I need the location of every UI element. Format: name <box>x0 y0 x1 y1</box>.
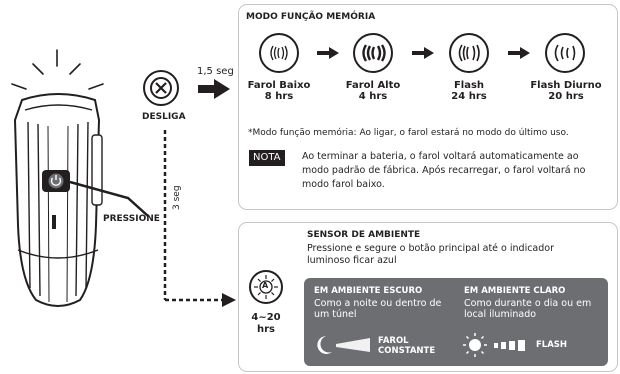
memory-note: *Modo função memória: Ao ligar, o farol … <box>248 128 569 138</box>
close-icon <box>150 77 172 99</box>
mode-name: Farol Alto <box>345 80 401 91</box>
dark-env-mode: FAROL CONSTANTE <box>378 336 435 356</box>
nota-badge: NOTA <box>249 150 285 166</box>
light-rays-icon <box>11 49 104 90</box>
sensor-runtime: 4~20 <box>251 312 281 323</box>
dark-env-mode-line2: CONSTANTE <box>378 346 436 356</box>
light-env-title: EM AMBIENTE CLARO <box>464 286 566 296</box>
ambient-modes-panel: EM AMBIENTE ESCURO Como a noite ou dentr… <box>304 278 608 366</box>
sensor-runtime-unit: hrs <box>256 324 275 335</box>
sensor-title: SENSOR DE AMBIENTE <box>307 230 421 240</box>
mode-name: Flash <box>453 80 485 91</box>
mode-low-beam: Farol Baixo 8 hrs <box>244 80 314 102</box>
off-label: DESLIGA <box>142 112 186 122</box>
low-beam-icon <box>259 33 299 73</box>
high-beam-icon <box>353 33 393 73</box>
dark-env-mode-line1: FAROL <box>378 336 409 346</box>
press-label: PRESSIONE <box>103 214 160 224</box>
mode-time: 20 hrs <box>548 91 584 102</box>
bike-light-illustration <box>11 49 149 307</box>
arrow-right-icon <box>317 47 339 59</box>
auto-sensor-icon: A <box>249 270 283 304</box>
nota-text: Ao terminar a bateria, o farol voltará a… <box>302 151 586 190</box>
dark-env-title: EM AMBIENTE ESCURO <box>314 286 423 296</box>
power-off-icon <box>143 70 179 106</box>
arrow-right-icon <box>412 47 434 59</box>
sun-icon <box>463 333 525 357</box>
auto-letter: A <box>262 281 269 290</box>
light-env-mode: FLASH <box>536 340 568 350</box>
dark-env-desc: Como a noite ou dentro de um túnel <box>314 298 442 320</box>
arrow-right-icon <box>508 47 530 59</box>
memory-title: MODO FUNÇÃO MEMÓRIA <box>246 12 376 22</box>
mode-name: Farol Baixo <box>247 80 311 91</box>
moon-icon <box>317 336 370 354</box>
mode-time: 24 hrs <box>451 91 487 102</box>
mode-flash: Flash 24 hrs <box>434 80 504 102</box>
connector-lines <box>163 130 236 307</box>
mode-name: Flash Diurno <box>530 80 602 91</box>
mode-time: 4 hrs <box>358 91 388 102</box>
light-env-desc: Como durante o dia ou em local iluminado <box>464 298 592 320</box>
flash-icon <box>449 33 489 73</box>
arrow-right-icon <box>198 79 230 99</box>
off-timing: 1,5 seg <box>197 66 234 77</box>
power-icon <box>50 175 62 187</box>
sensor-desc: Pressione e segure o botão principal até… <box>307 243 554 266</box>
mode-time: 8 hrs <box>264 91 294 102</box>
mode-day-flash: Flash Diurno 20 hrs <box>528 80 604 102</box>
day-flash-icon <box>545 33 585 73</box>
mode-high-beam: Farol Alto 4 hrs <box>338 80 408 102</box>
